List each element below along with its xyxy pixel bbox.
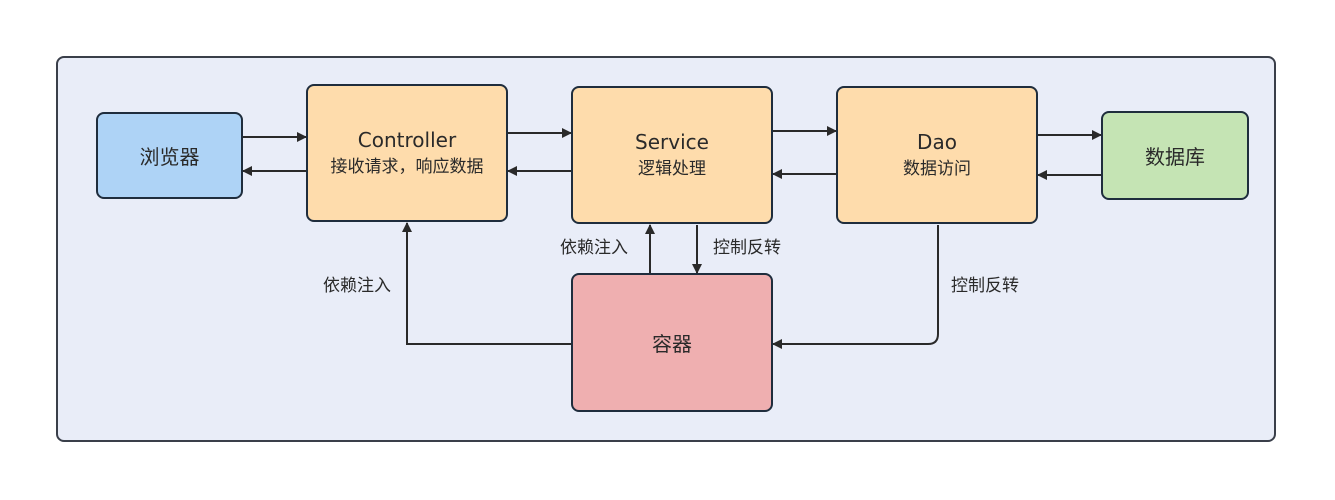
- service-node: Service 逻辑处理: [571, 86, 773, 224]
- arrow-container-to-controller: [402, 222, 571, 345]
- arrow-dao-to-container: [772, 225, 939, 349]
- browser-label: 浏览器: [139, 145, 200, 169]
- container-label: 容器: [652, 332, 692, 356]
- database-label: 数据库: [1145, 145, 1205, 169]
- controller-subtitle: 接收请求，响应数据: [330, 157, 484, 177]
- browser-node: 浏览器: [96, 112, 243, 199]
- container-node: 容器: [571, 273, 773, 412]
- dao-ioc-label: 控制反转: [951, 276, 1019, 296]
- dao-node: Dao 数据访问: [836, 86, 1038, 224]
- dao-title: Dao: [917, 130, 957, 154]
- service-di-label: 依赖注入: [560, 238, 628, 258]
- controller-di-label: 依赖注入: [323, 276, 391, 296]
- service-ioc-label: 控制反转: [713, 238, 781, 258]
- controller-node: Controller 接收请求，响应数据: [306, 84, 508, 222]
- controller-title: Controller: [357, 128, 457, 152]
- database-node: 数据库: [1101, 111, 1249, 200]
- service-subtitle: 逻辑处理: [638, 159, 706, 179]
- service-title: Service: [635, 130, 709, 154]
- dao-subtitle: 数据访问: [903, 159, 971, 179]
